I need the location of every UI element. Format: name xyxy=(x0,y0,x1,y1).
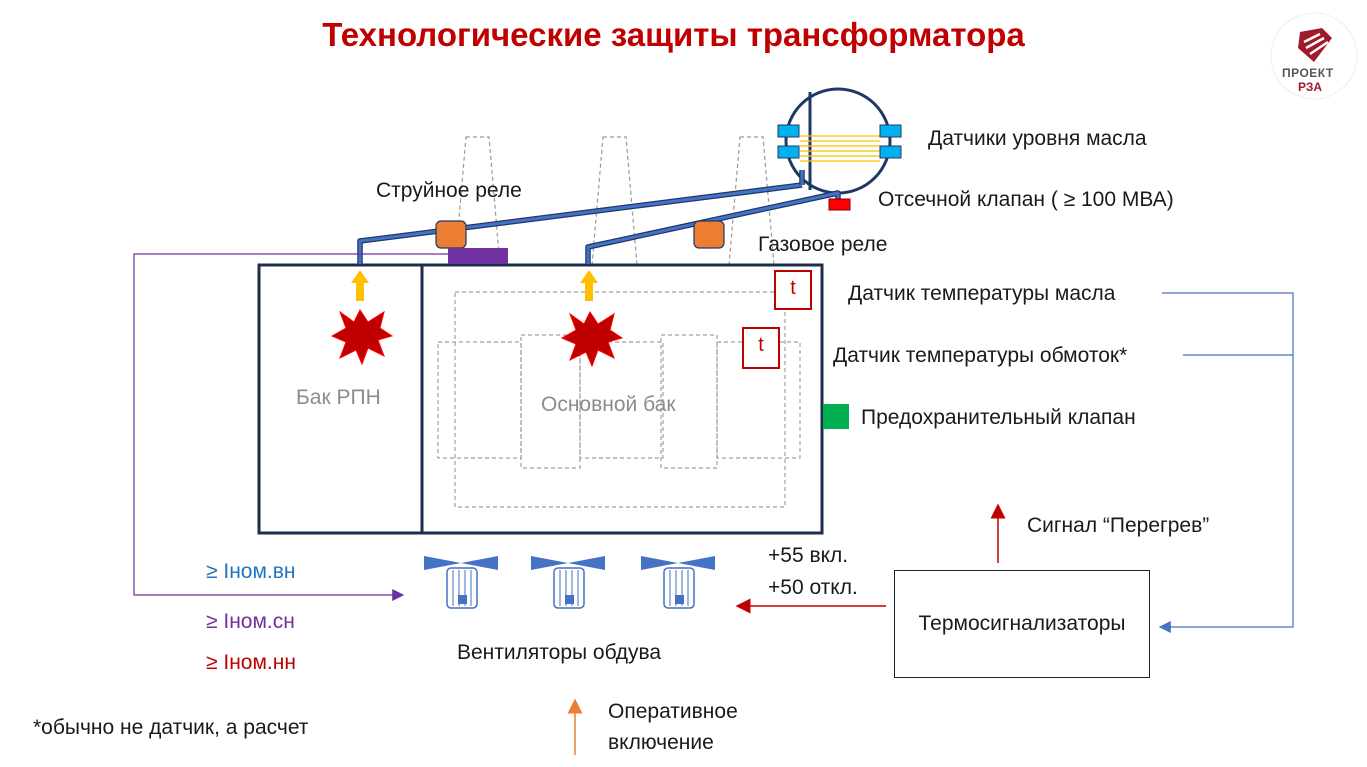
oil-level-sensors-label: Датчики уровня масла xyxy=(928,127,1147,150)
current-hv-label: ≥ Iном.вн xyxy=(206,560,296,583)
oltc-drive xyxy=(448,248,508,264)
fan-off-label: +50 откл. xyxy=(768,576,858,599)
oil-level-sensor xyxy=(777,124,800,138)
gas-relay xyxy=(693,220,725,249)
thermo-alarms-label: Термосигнализаторы xyxy=(918,612,1126,635)
oil-temp-sensor-label: Датчик температуры масла xyxy=(848,282,1116,305)
thermo-alarms-box: Термосигнализаторы xyxy=(894,570,1150,678)
gas-arrow xyxy=(351,270,598,301)
main-tank xyxy=(420,263,824,535)
conservator xyxy=(777,87,902,195)
oil-level-sensor xyxy=(777,145,800,159)
current-line xyxy=(133,253,448,601)
safety-valve xyxy=(823,404,849,429)
oltc-tank-label: Бак РПН xyxy=(296,386,381,409)
fan-icon xyxy=(641,556,715,609)
current-mv-label: ≥ Iном.сн xyxy=(206,610,295,633)
gas-relay-label: Газовое реле xyxy=(758,233,888,256)
winding-temp-sensor-label: Датчик температуры обмоток* xyxy=(833,344,1128,367)
winding-temp-sensor-icon: t xyxy=(742,327,780,369)
current-lv-label: ≥ Iном.нн xyxy=(206,651,296,674)
oil-level-sensor xyxy=(879,124,902,138)
oil-pipes-inner xyxy=(358,183,840,264)
operative-label: включение xyxy=(608,731,714,754)
explosion-icon xyxy=(330,309,624,368)
operative-label: Оперативное xyxy=(608,700,738,723)
jet-relay-label: Струйное реле xyxy=(376,179,522,202)
oil-level-sensor xyxy=(879,145,902,159)
logo-text: ПРОЕКТ xyxy=(1282,66,1334,80)
safety-valve-label: Предохранительный клапан xyxy=(861,406,1136,429)
fan-icon xyxy=(424,556,498,609)
temp-sensor-line xyxy=(1158,292,1294,633)
cutoff-valve xyxy=(828,198,851,211)
logo xyxy=(1270,12,1358,100)
main-tank-label: Основной бак xyxy=(541,393,676,416)
jet-relay xyxy=(435,220,467,249)
logo-text: РЗА xyxy=(1298,80,1323,94)
page-title: Технологические защиты трансформатора xyxy=(322,16,1025,53)
fan-icon xyxy=(531,556,605,609)
fan-on-label: +55 вкл. xyxy=(768,544,849,567)
cutoff-valve-label: Отсечной клапан ( ≥ 100 МВА) xyxy=(878,188,1174,211)
oil-temp-sensor-icon: t xyxy=(774,270,812,310)
fans-label: Вентиляторы обдува xyxy=(457,641,662,664)
footnote: *обычно не датчик, а расчет xyxy=(33,716,309,739)
core-windings xyxy=(437,291,801,508)
overheat-signal-label: Сигнал “Перегрев” xyxy=(1027,514,1210,537)
